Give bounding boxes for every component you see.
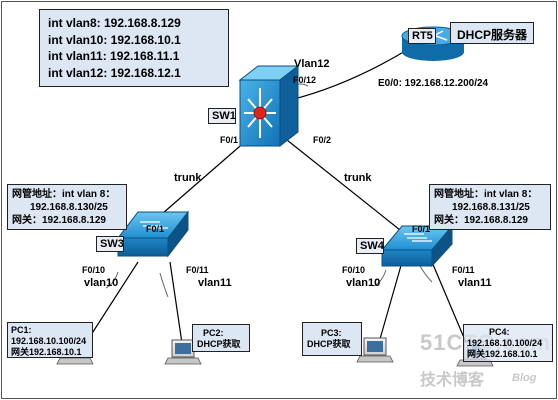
pc1-name: PC1: — [11, 325, 32, 335]
pc1-gateway: 网关192.168.10.1 — [11, 347, 82, 357]
pc3-label-box: PC3: DHCP获取 — [302, 322, 362, 356]
switch-sw4-icon — [380, 224, 454, 268]
port-arc-sw4-f010 — [373, 269, 387, 287]
vlan-line-4: int vlan12: 192.168.12.1 — [48, 65, 181, 80]
sw3-f01-label: F0/1 — [146, 224, 165, 234]
port-arc-sw3-f010 — [105, 271, 119, 289]
sw4-mgmt-line-3: 网关：192.168.8.129 — [434, 215, 528, 226]
vlan-line-2: int vlan10: 192.168.10.1 — [48, 32, 181, 47]
rt5-interface-label: E0/0: 192.168.12.200/24 — [378, 78, 489, 89]
watermark-text: 技术博客 — [420, 372, 485, 389]
trunk-right-label: trunk — [344, 172, 372, 184]
cable-sw1-sw4 — [286, 139, 401, 231]
sw3-vlan10-label: vlan10 — [84, 277, 119, 289]
core-switch-sw1-icon — [238, 64, 300, 148]
cable-sw4-pc3 — [377, 261, 403, 347]
pc2-label-box: PC2: DHCP获取 — [192, 324, 250, 352]
sw1-f01-label: F0/1 — [220, 135, 239, 145]
trunk-left-label: trunk — [174, 172, 202, 184]
pc1-label-box: PC1: 192.168.10.100/24 网关192.168.10.1 — [7, 322, 93, 358]
sw3-label: SW3 — [96, 236, 124, 252]
pc4-gateway: 网关192.168.10.1 — [467, 349, 538, 359]
sw1-vlan12-label: Vlan12 — [294, 58, 330, 70]
sw1-f02-label: F0/2 — [313, 135, 332, 145]
pc4-label-box: PC4: 192.168.10.100/24 网关192.168.10.1 — [463, 324, 553, 362]
port-arc-sw4-f011 — [419, 265, 433, 283]
port-arc-sw3-f011 — [159, 272, 169, 298]
sw4-mgmt-line-2: 192.168.8.131/25 — [452, 202, 530, 213]
sw1-f012-label: F0/12 — [293, 75, 317, 85]
sw3-vlan11-label: vlan11 — [198, 277, 232, 289]
rt5-label: RT5 — [408, 28, 436, 44]
sw4-vlan11-label: vlan11 — [458, 277, 492, 289]
vlan-line-1: int vlan8: 192.168.8.129 — [48, 16, 181, 30]
sw4-f01-label: F0/1 — [412, 224, 431, 234]
pc3-icon — [356, 337, 394, 363]
sw4-f010-label: F0/10 — [342, 265, 366, 275]
vlan-line-3: int vlan11: 192.168.11.1 — [48, 49, 180, 63]
cable-sw1-sw3 — [154, 139, 248, 221]
sw4-vlan10-label: vlan10 — [346, 277, 381, 289]
sw3-f010-label: F0/10 — [82, 265, 106, 275]
sw4-f011-label: F0/11 — [452, 265, 475, 275]
sw4-mgmt-line-1: 网管地址：int vlan 8： — [434, 189, 538, 200]
watermark-blog: Blog — [512, 372, 537, 384]
pc2-name: PC2: — [203, 328, 224, 338]
sw4-label: SW4 — [356, 238, 384, 254]
pc2-method: DHCP获取 — [197, 339, 241, 349]
sw1-label: SW1 — [208, 108, 236, 124]
pc4-name: PC4: — [489, 327, 510, 337]
dhcp-server-label: DHCP服务器 — [450, 22, 534, 44]
pc4-ip: 192.168.10.100/24 — [467, 338, 543, 348]
sw3-mgmt-line-1: 网管地址：int vlan 8： — [12, 189, 116, 200]
sw4-mgmt-box: 网管地址：int vlan 8： 192.168.8.131/25 网关：192… — [429, 184, 551, 230]
switch-sw3-icon — [116, 210, 190, 258]
cable-sw3-pc2 — [169, 261, 184, 351]
vlan-interface-box: int vlan8: 192.168.8.129 int vlan10: 192… — [39, 9, 229, 87]
sw3-f011-label: F0/11 — [186, 265, 209, 275]
pc3-method: DHCP获取 — [307, 339, 351, 349]
cable-sw1-rt5 — [289, 49, 408, 101]
sw3-mgmt-line-2: 192.168.8.130/25 — [30, 202, 108, 213]
sw3-mgmt-box: 网管地址：int vlan 8： 192.168.8.130/25 网关：192… — [7, 184, 127, 230]
pc1-ip: 192.168.10.100/24 — [11, 336, 87, 346]
sw3-mgmt-line-3: 网关：192.168.8.129 — [12, 215, 106, 226]
pc3-name: PC3: — [321, 328, 342, 338]
